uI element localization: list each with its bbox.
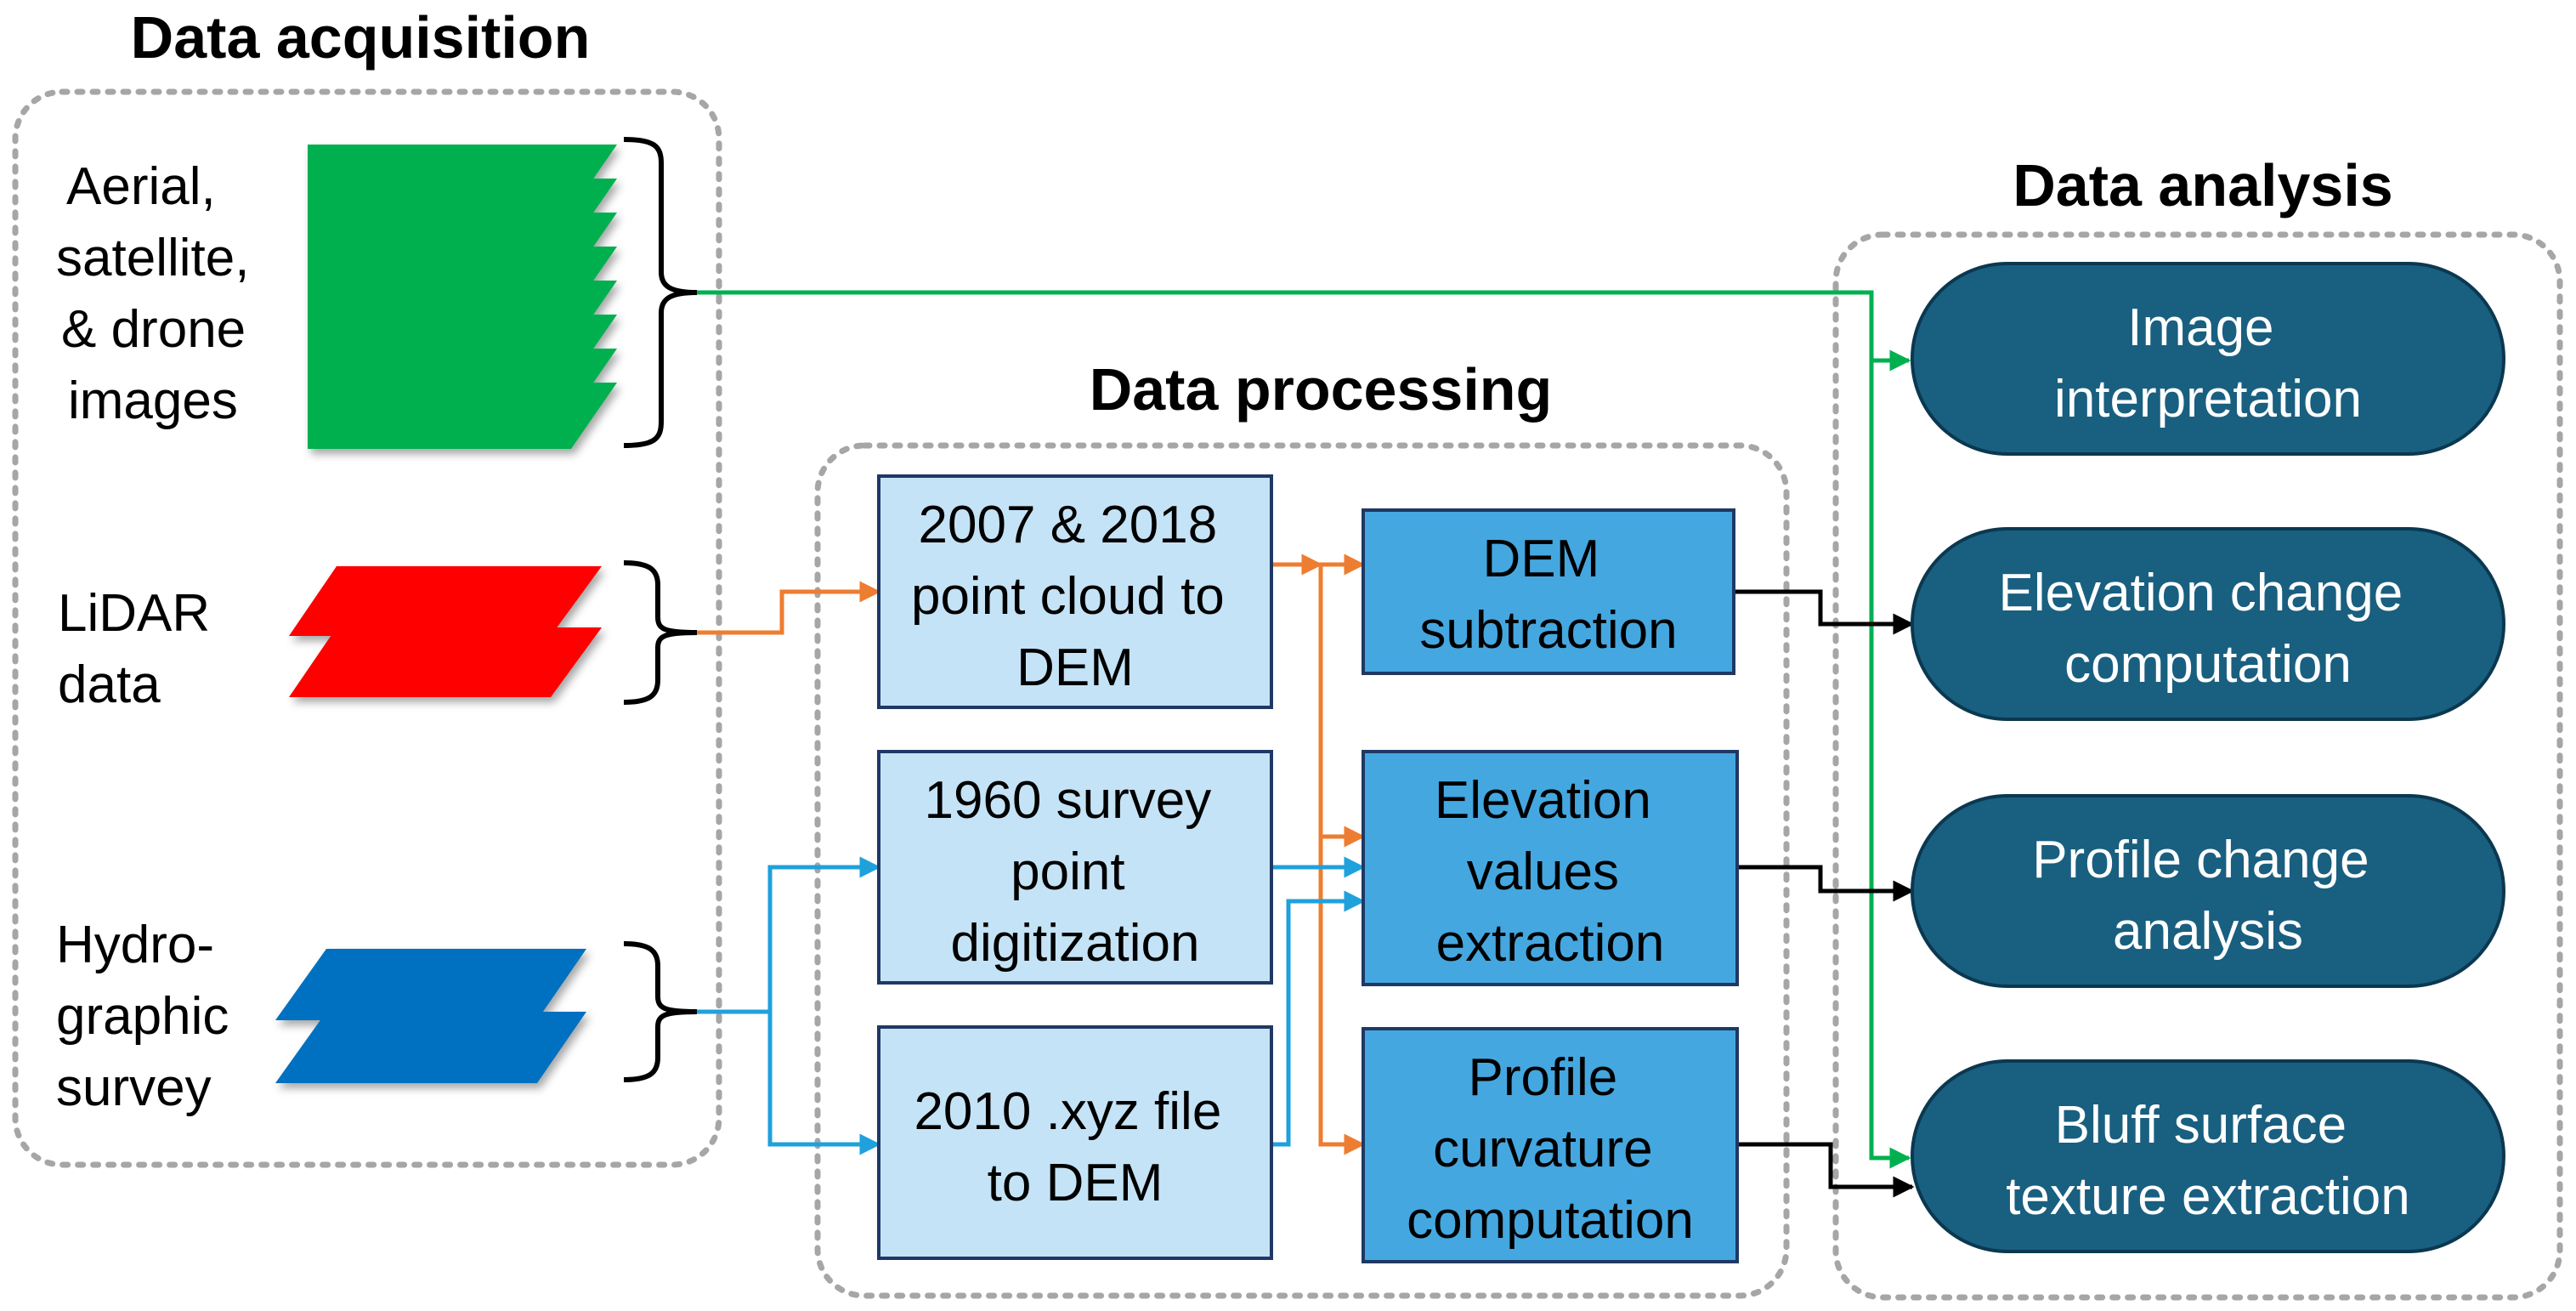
svg-text:Bluff surface texture ex: Bluff surface texture extraction <box>2006 1096 2410 1226</box>
images-brace <box>623 137 698 448</box>
steps-to-analysis-arrows <box>1734 589 1915 1198</box>
svg-text:DEM subtraction: DEM subtraction <box>1419 530 1677 660</box>
hydro-layer-stack-icon <box>275 949 586 1083</box>
hydro-source-label: Hydro- graphic survey <box>56 916 244 1117</box>
lidar-layer-stack-icon <box>289 566 602 697</box>
svg-text:1960 survey point: 1960 survey point digitization <box>925 771 1226 973</box>
green-connector <box>697 290 1911 1169</box>
xyz-to-dem-box: 2010 .xyz file to DEM <box>877 1025 1273 1260</box>
processing-group-border <box>814 442 1790 1299</box>
acquisition-title: Data acquisition <box>131 4 591 71</box>
svg-text:Image interpretation: Image interpretation <box>2054 298 2362 428</box>
lidar-brace <box>623 560 698 705</box>
pointcloud-to-dem-box: 2007 & 2018 point cloud to DEM <box>877 474 1273 709</box>
inputs-to-elevation-arrows <box>1271 856 1366 1147</box>
analysis-title: Data analysis <box>2013 152 2392 218</box>
survey-digitization-box: 1960 survey point digitization <box>877 750 1273 985</box>
svg-text:Profile change analysis: Profile change analysis <box>2032 831 2384 961</box>
processing-title: Data processing <box>1090 356 1553 423</box>
image-layer-stack-icon <box>308 145 617 449</box>
lidar-to-pointcloud-arrow <box>697 581 881 635</box>
acquisition-group-border <box>12 88 722 1168</box>
svg-text:Elevation values e: Elevation values extraction <box>1435 771 1666 973</box>
images-source-label: Aerial, satellite, & drone images <box>56 157 264 430</box>
image-interpretation-pill: Image interpretation <box>1911 262 2505 456</box>
dem-subtraction-box: DEM subtraction <box>1362 508 1735 675</box>
pointcloud-to-steps-arrows <box>1271 553 1366 1155</box>
profile-change-pill: Profile change analysis <box>1911 794 2505 988</box>
svg-text:Profile curvature: Profile curvature computation <box>1407 1048 1694 1250</box>
svg-text:2007 & 2018 point cloud: 2007 & 2018 point cloud to DEM <box>911 496 1239 697</box>
svg-text:2010 .xyz file to DEM: 2010 .xyz file to DEM <box>914 1082 1236 1212</box>
lidar-source-label: LiDAR data <box>58 584 224 714</box>
profile-curvature-box: Profile curvature computation <box>1362 1027 1739 1263</box>
bluff-texture-pill: Bluff surface texture extraction <box>1911 1059 2505 1253</box>
hydro-brace <box>623 941 698 1082</box>
elevation-values-box: Elevation values extraction <box>1362 750 1739 986</box>
analysis-group-border <box>1832 231 2563 1301</box>
elevation-change-pill: Elevation change computation <box>1911 527 2505 721</box>
svg-text:Elevation change computa: Elevation change computation <box>1999 564 2418 694</box>
hydro-to-inputs-arrows <box>697 856 881 1155</box>
